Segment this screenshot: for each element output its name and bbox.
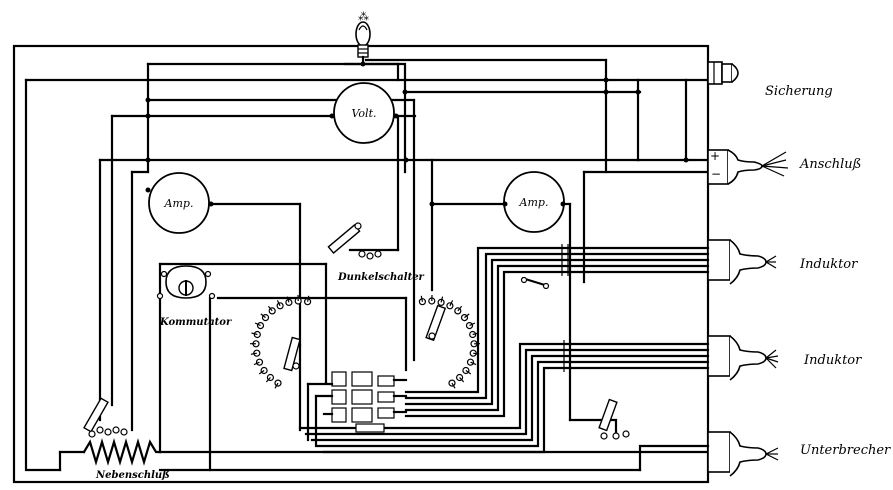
left-switch-lever xyxy=(283,336,301,372)
rotary-switch-left xyxy=(249,294,312,389)
fuse-terminal xyxy=(707,61,739,85)
switch-contact-stem xyxy=(469,322,476,327)
label-nebenschluss: Nebenschluß xyxy=(95,470,170,481)
switch-contact-stem xyxy=(258,370,265,375)
shunt-resistor xyxy=(58,397,162,472)
volt-meter: Volt. xyxy=(329,82,399,144)
switch-contact-stem xyxy=(286,296,290,303)
inductor-terminal-1 xyxy=(707,239,777,285)
switch-contact-stem xyxy=(420,295,423,302)
switch-contact-stem xyxy=(253,361,260,366)
switch-contact-stem xyxy=(267,305,273,312)
switch-contact-stem xyxy=(459,377,465,383)
switch-contact-stem xyxy=(254,322,261,327)
selector-block xyxy=(298,343,408,448)
dark-switch xyxy=(327,222,382,260)
switch-contact-stem xyxy=(250,352,257,355)
label-sicherung: Sicherung xyxy=(765,84,833,99)
inductor-2-bundle xyxy=(298,340,710,454)
plus-sign: + xyxy=(710,149,720,163)
inductor-1-bundle xyxy=(404,244,710,418)
ammeter-right-label: Amp. xyxy=(519,196,549,209)
small-lever xyxy=(520,276,550,290)
volt-meter-label: Volt. xyxy=(352,107,377,120)
switch-contact-stem xyxy=(464,313,470,319)
switch-contact-stem xyxy=(307,295,310,302)
minus-sign: − xyxy=(711,167,721,181)
switch-contact-stem xyxy=(472,332,479,336)
label-induktor-2: Induktor xyxy=(803,353,862,368)
switch-contact-stem xyxy=(465,370,472,375)
interrupter-wire xyxy=(638,444,710,472)
bus-wires xyxy=(24,58,732,472)
switch-contact-stem xyxy=(260,313,266,319)
rotary-switch-right xyxy=(418,294,481,389)
switch-contact-stem xyxy=(276,300,281,307)
interrupter-switch-wire xyxy=(568,418,618,438)
ammeter-left-label: Amp. xyxy=(164,197,194,210)
label-induktor-1: Induktor xyxy=(799,257,858,272)
label-kommutator: Kommutator xyxy=(159,317,232,328)
commutator xyxy=(156,265,216,300)
label-anschluss: Anschluß xyxy=(799,157,861,172)
label-dunkelschalter: Dunkelschalter xyxy=(337,272,425,283)
junction-dots xyxy=(145,61,689,207)
lamp-icon: ⁂ xyxy=(355,10,371,58)
interrupter-switch xyxy=(598,398,630,440)
inductor-terminal-2 xyxy=(707,335,779,381)
switch-contact-stem xyxy=(274,382,279,389)
switch-contact-stem xyxy=(470,361,477,366)
switch-contact-stem xyxy=(265,377,271,383)
connection-terminal: + − xyxy=(707,149,789,185)
switch-contact-stem xyxy=(449,300,454,307)
label-unterbrecher: Unterbrecher xyxy=(800,443,891,458)
switch-contact-stem xyxy=(451,382,456,389)
interrupter-terminal xyxy=(707,431,779,477)
ammeter-right: Amp. xyxy=(502,171,566,233)
svg-text:⁂: ⁂ xyxy=(358,10,369,23)
right-switch-lever xyxy=(425,304,447,342)
switch-contact-stem xyxy=(251,332,258,336)
ammeter-left: Amp. xyxy=(145,172,214,234)
switch-contact-stem xyxy=(457,305,463,312)
switch-contact-stem xyxy=(440,296,444,303)
switch-contact-stem xyxy=(473,352,480,355)
